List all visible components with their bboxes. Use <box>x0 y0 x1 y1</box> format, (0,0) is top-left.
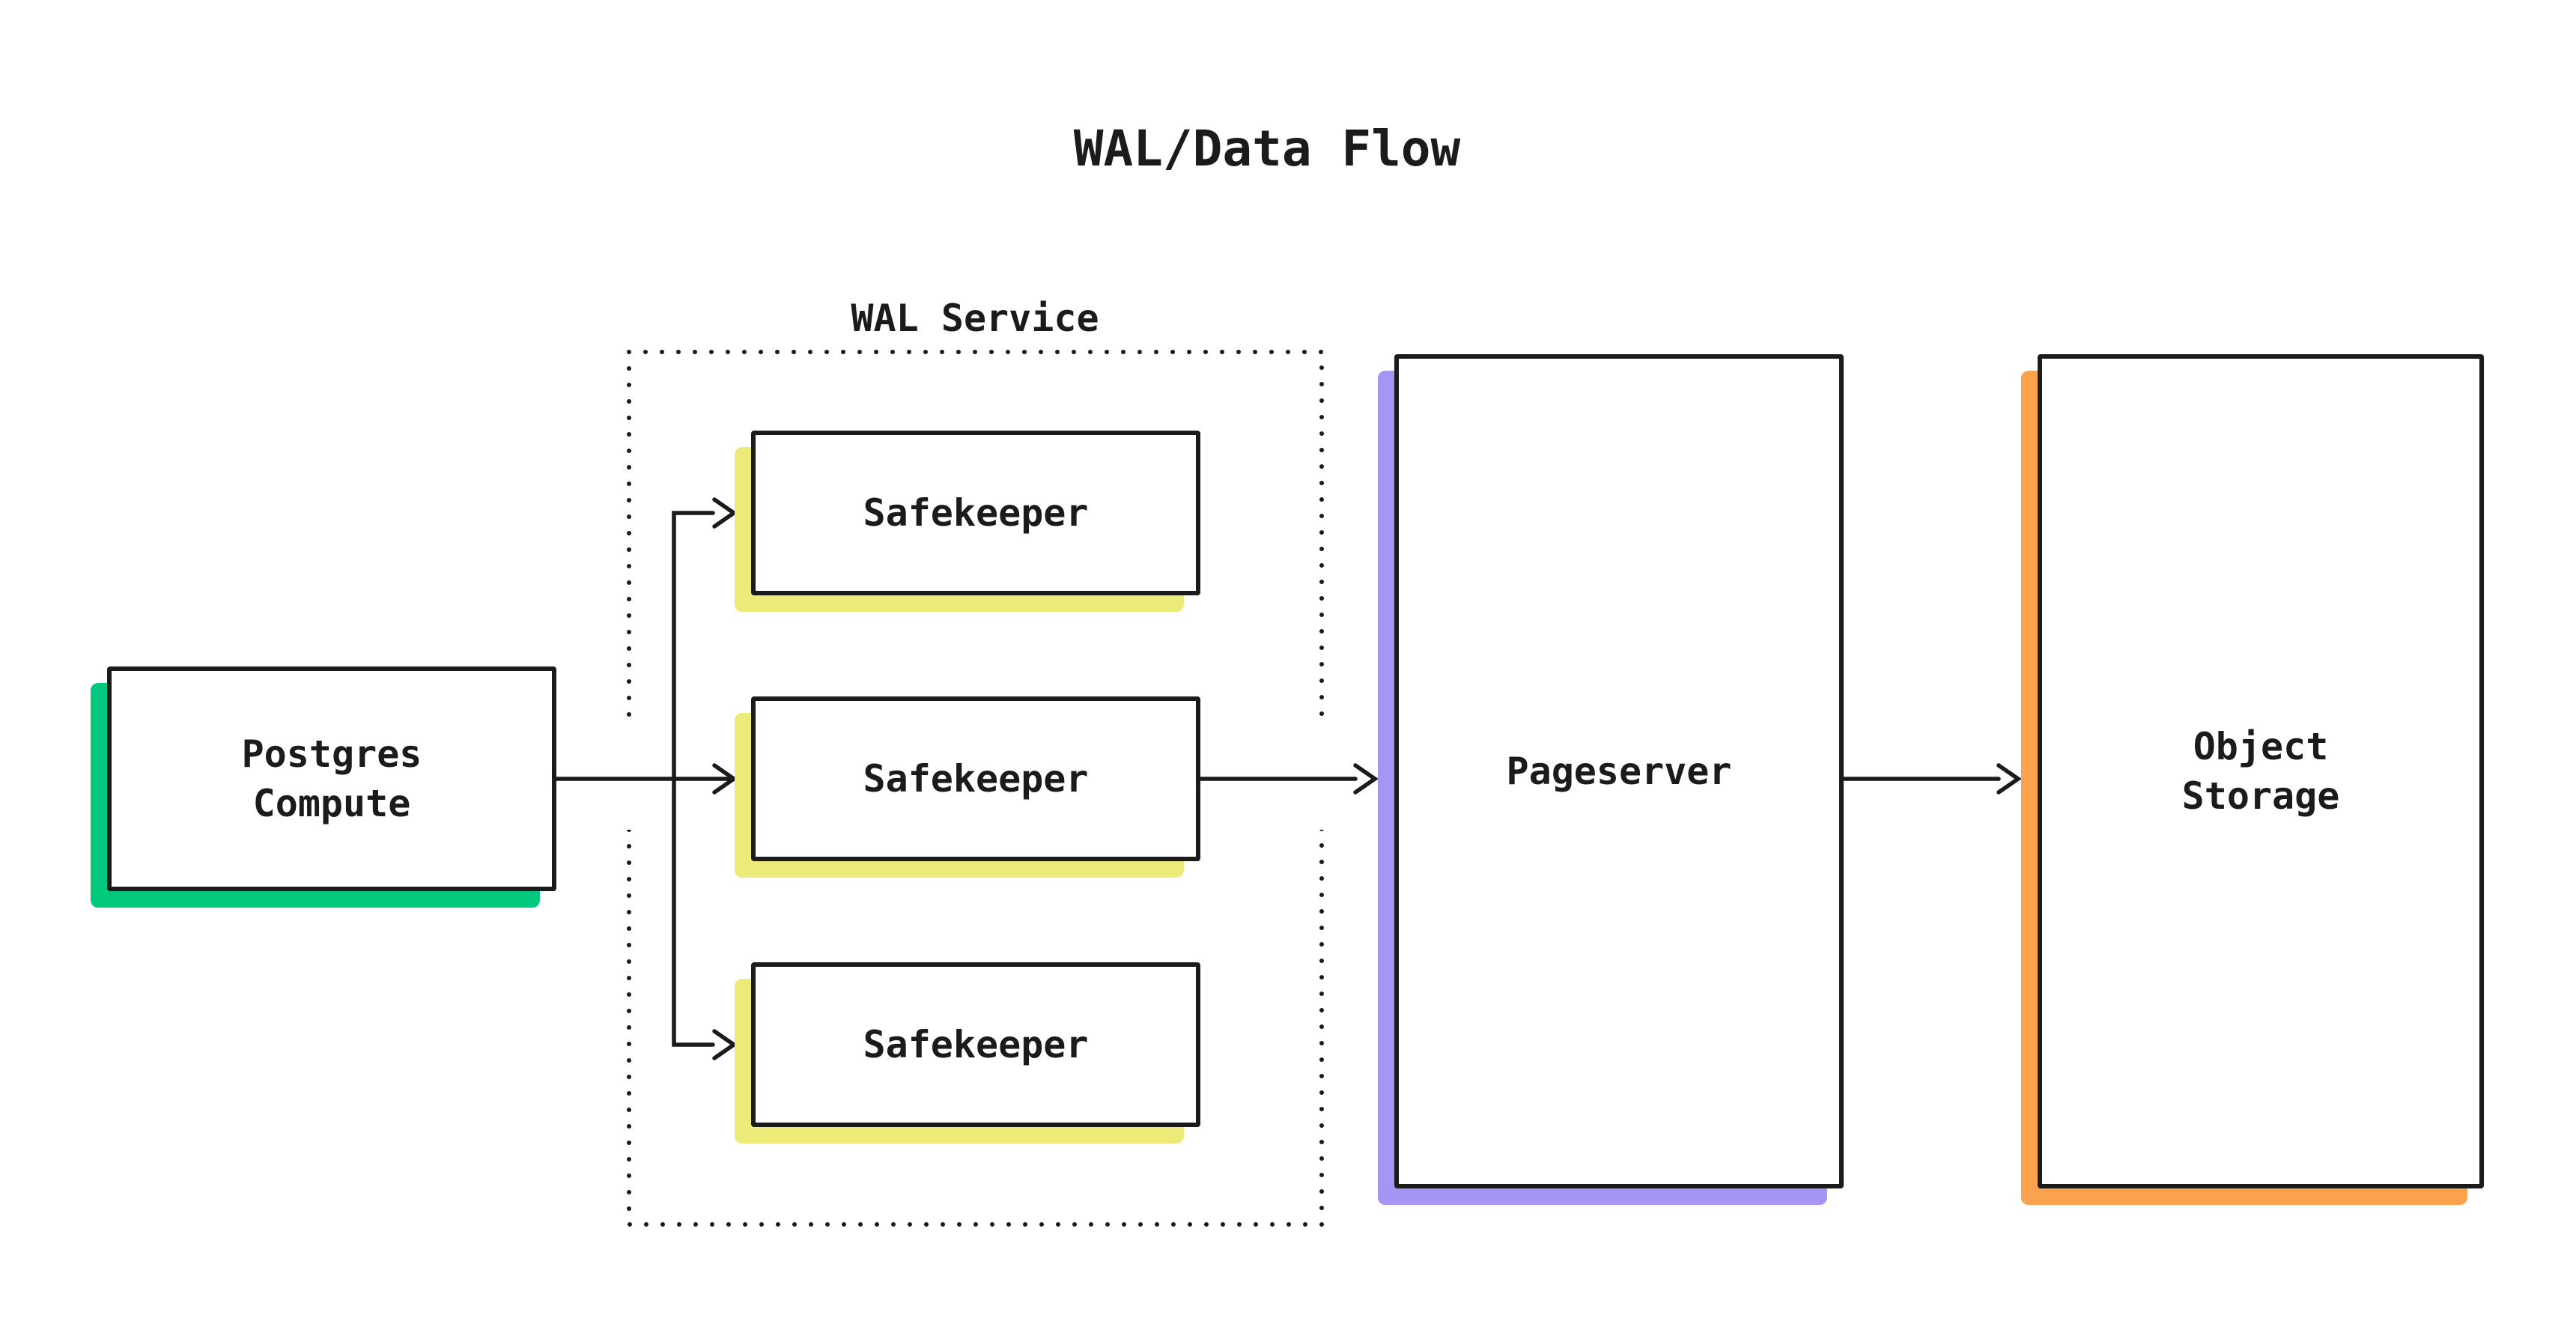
safekeeper-2-box: Safekeeper <box>751 696 1200 861</box>
arrowhead-safekeeper-1 <box>712 497 738 529</box>
pageserver-label: Pageserver <box>1506 750 1732 793</box>
arrowhead-pageserver <box>1353 763 1379 795</box>
safekeeper-1-label: Safekeeper <box>863 491 1089 535</box>
arrow-postgres-to-safekeeper-1 <box>672 511 715 781</box>
node-pageserver: Pageserver <box>1378 354 1844 1205</box>
arrow-postgres-to-safekeeper-3 <box>672 777 715 1047</box>
node-safekeeper-3: Safekeeper <box>735 962 1200 1144</box>
safekeeper-2-label: Safekeeper <box>863 757 1089 801</box>
postgres-compute-box: Postgres Compute <box>107 666 556 891</box>
safekeeper-1-box: Safekeeper <box>751 431 1200 595</box>
arrowhead-object-storage <box>1996 763 2022 795</box>
node-safekeeper-1: Safekeeper <box>735 431 1200 612</box>
wal-service-container <box>627 350 1324 1227</box>
arrowhead-safekeeper-3 <box>712 1029 738 1060</box>
wal-service-label: WAL Service <box>851 297 1099 340</box>
page-title: WAL/Data Flow <box>1073 120 1461 177</box>
node-postgres-compute: Postgres Compute <box>91 666 556 908</box>
node-object-storage: Object Storage <box>2021 354 2484 1205</box>
object-storage-box: Object Storage <box>2038 354 2484 1188</box>
arrowhead-safekeeper-2 <box>712 763 738 795</box>
pageserver-box: Pageserver <box>1394 354 1844 1188</box>
safekeeper-3-box: Safekeeper <box>751 962 1200 1127</box>
object-storage-label: Object Storage <box>2181 725 2340 818</box>
safekeeper-3-label: Safekeeper <box>863 1023 1089 1066</box>
postgres-compute-label: Postgres Compute <box>241 732 422 825</box>
node-safekeeper-2: Safekeeper <box>735 696 1200 878</box>
